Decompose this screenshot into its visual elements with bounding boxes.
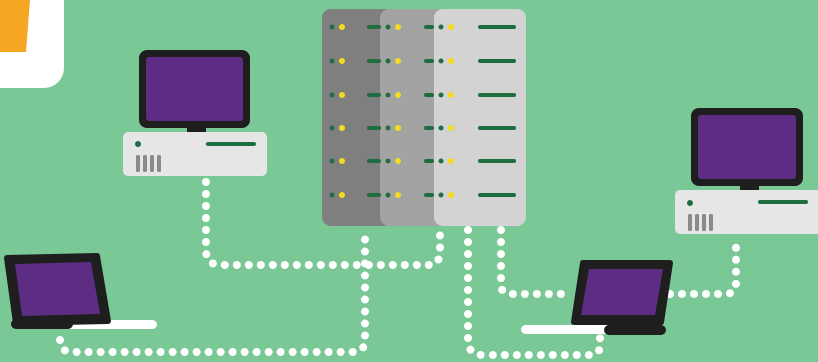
laptop-screen (581, 269, 663, 315)
activity-led (448, 125, 454, 131)
activity-led (395, 192, 401, 198)
status-led (329, 24, 335, 30)
activity-led (339, 158, 345, 164)
status-led (329, 158, 335, 164)
status-led (385, 192, 391, 198)
status-led (385, 158, 391, 164)
status-led (438, 125, 444, 131)
connection-laptop-right-to-server (464, 226, 604, 359)
laptop-left (4, 253, 157, 329)
power-led (135, 141, 141, 147)
monitor-stand (187, 127, 206, 135)
status-led (385, 58, 391, 64)
activity-led (448, 158, 454, 164)
connection-desktop-left-to-server (202, 178, 444, 269)
drive-bay-slot (424, 93, 434, 97)
server-rack-icon (434, 9, 526, 226)
activity-led (395, 24, 401, 30)
drive-bay-slot (424, 25, 434, 29)
monitor-screen (146, 57, 243, 121)
connection-lines (56, 178, 740, 359)
drive-bay-slot (367, 126, 381, 130)
status-led (329, 192, 335, 198)
vent-grille (136, 155, 161, 172)
drive-bay-slot (367, 59, 381, 63)
connection-desktop-right-to-server (497, 226, 574, 298)
activity-led (395, 58, 401, 64)
status-led (438, 192, 444, 198)
laptop-right (521, 260, 673, 335)
status-led (329, 58, 335, 64)
drive-bay-slot (478, 193, 516, 197)
desktop-computer-right (675, 108, 818, 234)
status-led (438, 158, 444, 164)
activity-led (339, 24, 345, 30)
laptop-base (11, 319, 73, 329)
status-led (438, 24, 444, 30)
status-led (438, 58, 444, 64)
status-led (385, 125, 391, 131)
power-led (687, 200, 693, 206)
status-led (438, 92, 444, 98)
activity-led (448, 92, 454, 98)
activity-led (339, 92, 345, 98)
drive-bay-slot (478, 159, 516, 163)
drive-bay-slot (424, 193, 434, 197)
activity-led (448, 58, 454, 64)
drive-bay-slot (478, 93, 516, 97)
drive-bay-slot (478, 126, 516, 130)
drive-bay-slot (367, 159, 381, 163)
drive-bay-slot (424, 126, 434, 130)
drive-bay-slot (478, 59, 516, 63)
activity-led (339, 192, 345, 198)
server-indicator-leds (329, 24, 516, 198)
connection-laptop-left-to-server (56, 226, 369, 356)
drive-bay-slot (367, 193, 381, 197)
status-led (385, 24, 391, 30)
connection-laptop-right-to-desktop-right (666, 234, 740, 298)
orange-badge-icon (0, 0, 64, 88)
drive-bay-slot (424, 59, 434, 63)
activity-led (448, 24, 454, 30)
drive-bay-slot (367, 25, 381, 29)
drive-bay-slot (424, 159, 434, 163)
monitor-screen (698, 115, 796, 179)
server-rack-group (322, 9, 526, 226)
laptop-base-highlight (521, 325, 611, 334)
drive-slot (206, 142, 256, 146)
activity-led (395, 158, 401, 164)
activity-led (339, 125, 345, 131)
laptop-base (604, 325, 666, 335)
activity-led (395, 92, 401, 98)
monitor-stand (740, 185, 759, 193)
activity-led (339, 58, 345, 64)
drive-bay-slot (367, 93, 381, 97)
vent-grille (688, 214, 713, 231)
status-led (329, 92, 335, 98)
activity-led (448, 192, 454, 198)
laptop-screen (15, 262, 100, 316)
activity-led (395, 125, 401, 131)
desktop-computer-left (123, 50, 267, 176)
drive-bay-slot (478, 25, 516, 29)
drive-slot (758, 200, 808, 204)
status-led (385, 92, 391, 98)
status-led (329, 125, 335, 131)
